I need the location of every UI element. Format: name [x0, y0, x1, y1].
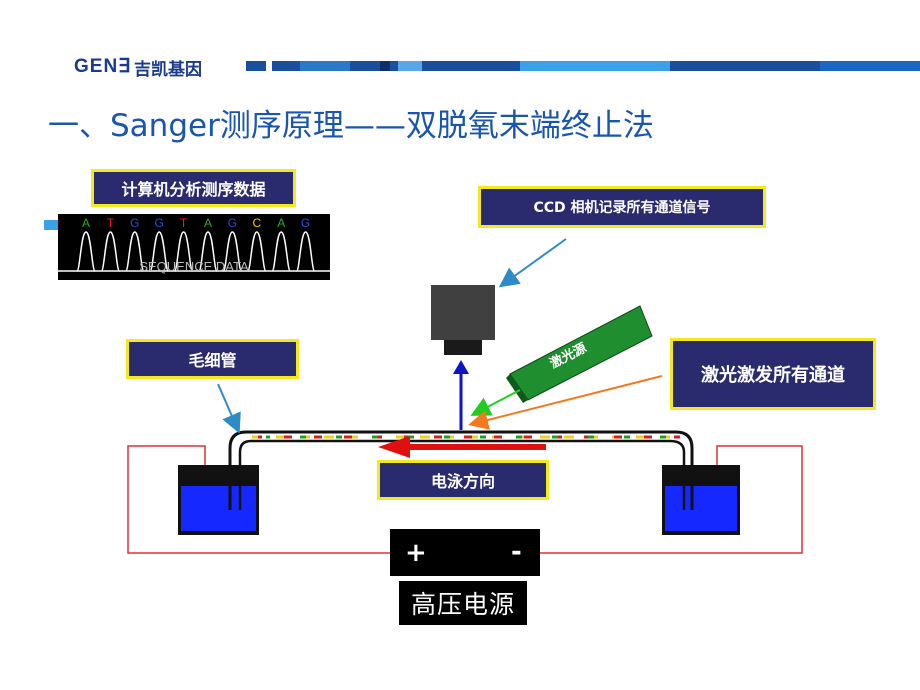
sequence-base-3: G: [155, 216, 164, 230]
ccd-camera-icon: [431, 285, 495, 340]
camera-lens-icon: [444, 340, 482, 355]
sequence-data-panel: A T G G T A G C A G SEQUENCE DATA: [58, 214, 330, 280]
chromatogram-peak-6: [222, 231, 243, 272]
sequence-base-4: T: [180, 216, 188, 230]
sequence-base-0: A: [82, 216, 90, 230]
chromatogram-peak-0: [76, 231, 96, 272]
excitation-arrow: [468, 375, 663, 430]
ccd-camera-label: CCD 相机记录所有通道信号: [478, 186, 766, 228]
laser-beam-arrow: [470, 389, 521, 416]
chromatogram-peak-9: [295, 231, 316, 272]
company-name: 吉凯基因: [134, 60, 202, 80]
ccd-pointer-arrow: [498, 238, 567, 288]
header-bar: [246, 61, 920, 71]
signal-arrow: [453, 360, 469, 430]
chromatogram-peak-8: [271, 231, 291, 272]
high-voltage-source-label: 高压电源: [399, 581, 527, 625]
computer-analysis-label: 计算机分析测序数据: [91, 169, 296, 207]
sequence-base-6: G: [228, 216, 237, 230]
negative-terminal: -: [511, 537, 522, 567]
chromatogram-peak-7: [247, 231, 267, 272]
chromatogram-peak-3: [149, 231, 169, 272]
chromatogram-peak-5: [198, 231, 218, 272]
sequence-base-8: A: [277, 216, 285, 230]
sequence-watermark: SEQUENCE DATA: [139, 259, 249, 274]
laser-excitation-label: 激光激发所有通道: [670, 338, 876, 410]
company-logo: GEN∃: [74, 56, 132, 77]
sequence-base-7: C: [252, 216, 261, 230]
slide-title: 一、Sanger测序原理——双脱氧末端终止法: [48, 108, 654, 144]
bullet-marker: [44, 220, 58, 230]
electrophoresis-arrow: [378, 436, 546, 458]
sequence-base-5: A: [204, 216, 212, 230]
sequence-base-2: G: [130, 216, 139, 230]
sequence-base-9: G: [301, 216, 310, 230]
positive-terminal: +: [405, 538, 427, 568]
power-supply-battery: [390, 529, 540, 576]
capillary-tube: [228, 430, 694, 510]
right-buffer-tank: [662, 465, 740, 535]
electrophoresis-direction-label: 电泳方向: [377, 460, 549, 500]
left-buffer-tank: [178, 465, 259, 535]
chromatogram-peak-4: [173, 231, 194, 272]
capillary-pointer-arrow: [217, 383, 241, 434]
capillary-label: 毛细管: [126, 339, 299, 379]
chromatogram-peak-2: [125, 231, 145, 272]
laser-source: [506, 305, 653, 403]
sequence-base-1: T: [107, 216, 115, 230]
chromatogram-peak-1: [100, 231, 121, 272]
